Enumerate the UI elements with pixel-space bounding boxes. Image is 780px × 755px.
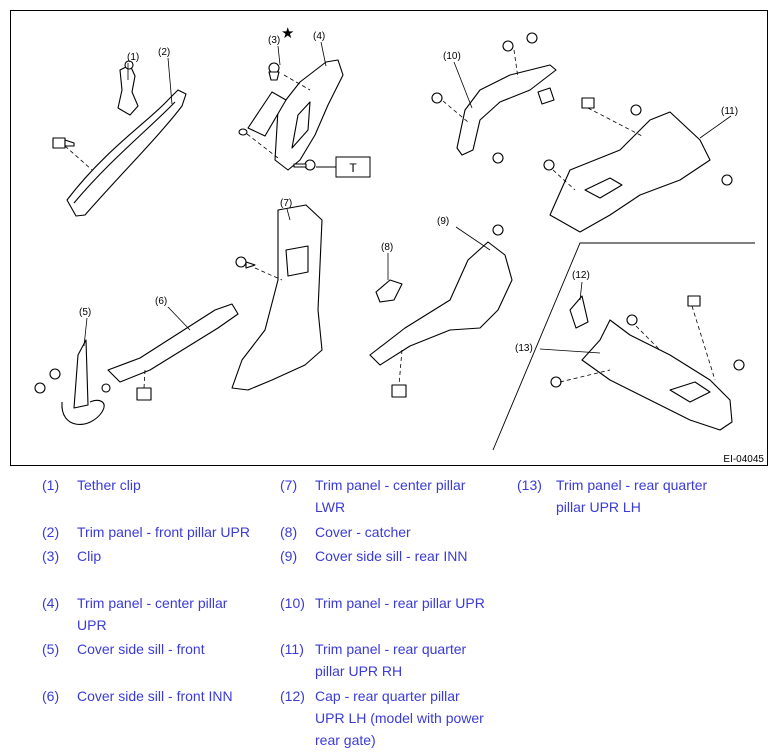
legend-description: Cover - catcher — [315, 524, 411, 540]
legend-description: Trim panel - front pillar UPR — [77, 524, 250, 540]
center-pillar-bolt — [293, 159, 316, 171]
legend-number: (11) — [280, 641, 304, 657]
star-mark: ★ — [281, 25, 294, 42]
front-side-sill-cover — [73, 339, 89, 409]
front-side-sill-inner-cover — [107, 303, 239, 383]
legend-description: Clip — [77, 548, 102, 564]
center-pillar-washer — [238, 128, 248, 136]
front-sill-clips — [34, 368, 111, 394]
legend-number: (12) — [280, 688, 305, 704]
callout-4: (4) — [313, 31, 325, 42]
center-pillar-upr-seatbelt-cover — [247, 91, 287, 137]
legend-number: (6) — [42, 688, 60, 704]
callout-6: (6) — [155, 296, 167, 307]
center-pillar-lwr-clip — [235, 256, 256, 269]
callout-10: (10) — [443, 51, 461, 62]
rear-sill-fastener — [391, 384, 407, 398]
front-pillar-upr-edge — [73, 101, 176, 204]
legend-number: (4) — [42, 595, 60, 611]
callout-9: (9) — [437, 216, 449, 227]
inset-divider-line — [492, 242, 755, 451]
callout-12: (12) — [572, 270, 590, 281]
tether-clip-knob — [124, 60, 134, 70]
legend-number: (9) — [280, 548, 298, 564]
legend-number: (5) — [42, 641, 60, 657]
legend-number: (7) — [280, 477, 298, 493]
callout-2: (2) — [158, 47, 170, 58]
legend-description: Cover side sill - front — [77, 641, 205, 657]
parts-legend: (1) Tether clip (2) Trim panel - front pill… — [0, 466, 780, 755]
rear-quarter-pillar-upr-lh-trim-panel — [581, 319, 733, 431]
callout-11: (11) — [721, 106, 738, 117]
front-side-sill-cover-strap — [61, 399, 105, 426]
callout-3: (3) — [268, 35, 280, 46]
catcher-cover — [375, 279, 403, 303]
center-pillar-clip — [268, 62, 280, 81]
legend-number: (8) — [280, 524, 298, 540]
legend-description: Tether clip — [77, 477, 141, 493]
front-sill-fastener — [136, 387, 152, 401]
figure-code: EI-04045 — [723, 454, 764, 465]
legend-number: (1) — [42, 477, 60, 493]
callout-8: (8) — [381, 242, 393, 253]
callout-1: (1) — [127, 52, 139, 63]
center-pillar-upr-window — [291, 101, 311, 149]
callout-5: (5) — [79, 307, 91, 318]
rear-quarter-lh-opening — [669, 381, 711, 403]
legend-number: (2) — [42, 524, 60, 540]
rear-pillar-clips — [431, 32, 555, 164]
legend-description: Cover side sill - rear INN — [315, 548, 468, 564]
center-pillar-lwr-recess — [285, 245, 309, 277]
rear-quarter-rh-clips — [543, 97, 733, 186]
front-pillar-upr-trim-panel — [66, 89, 187, 217]
rear-side-sill-inner-cover — [369, 241, 513, 366]
tag-label: T — [349, 161, 357, 175]
rear-pillar-upr-trim-panel — [456, 64, 557, 156]
callout-labels: (1) (2) (3) (4) (5) (6) (7) (8) (9) (10)… — [79, 31, 738, 354]
callout-13: (13) — [515, 343, 533, 354]
rear-quarter-pillar-cap — [569, 295, 589, 329]
legend-number: (13) — [517, 477, 542, 493]
legend-number: (10) — [280, 595, 305, 611]
legend-description: Cover side sill - front INN — [77, 688, 233, 704]
exploded-parts-diagram: T ★ EI-04045 (1) (2) (3) (4) (5) (6) (7)… — [10, 10, 768, 466]
callout-7: (7) — [280, 198, 292, 209]
rear-sill-clip — [492, 224, 504, 236]
legend-description: Trim panel - rear pillar UPR — [315, 595, 485, 611]
rear-quarter-pillar-upr-rh-trim-panel — [549, 111, 711, 233]
front-pillar-clip — [52, 137, 75, 149]
legend-number: (3) — [42, 548, 60, 564]
rear-quarter-rh-opening — [584, 177, 623, 199]
